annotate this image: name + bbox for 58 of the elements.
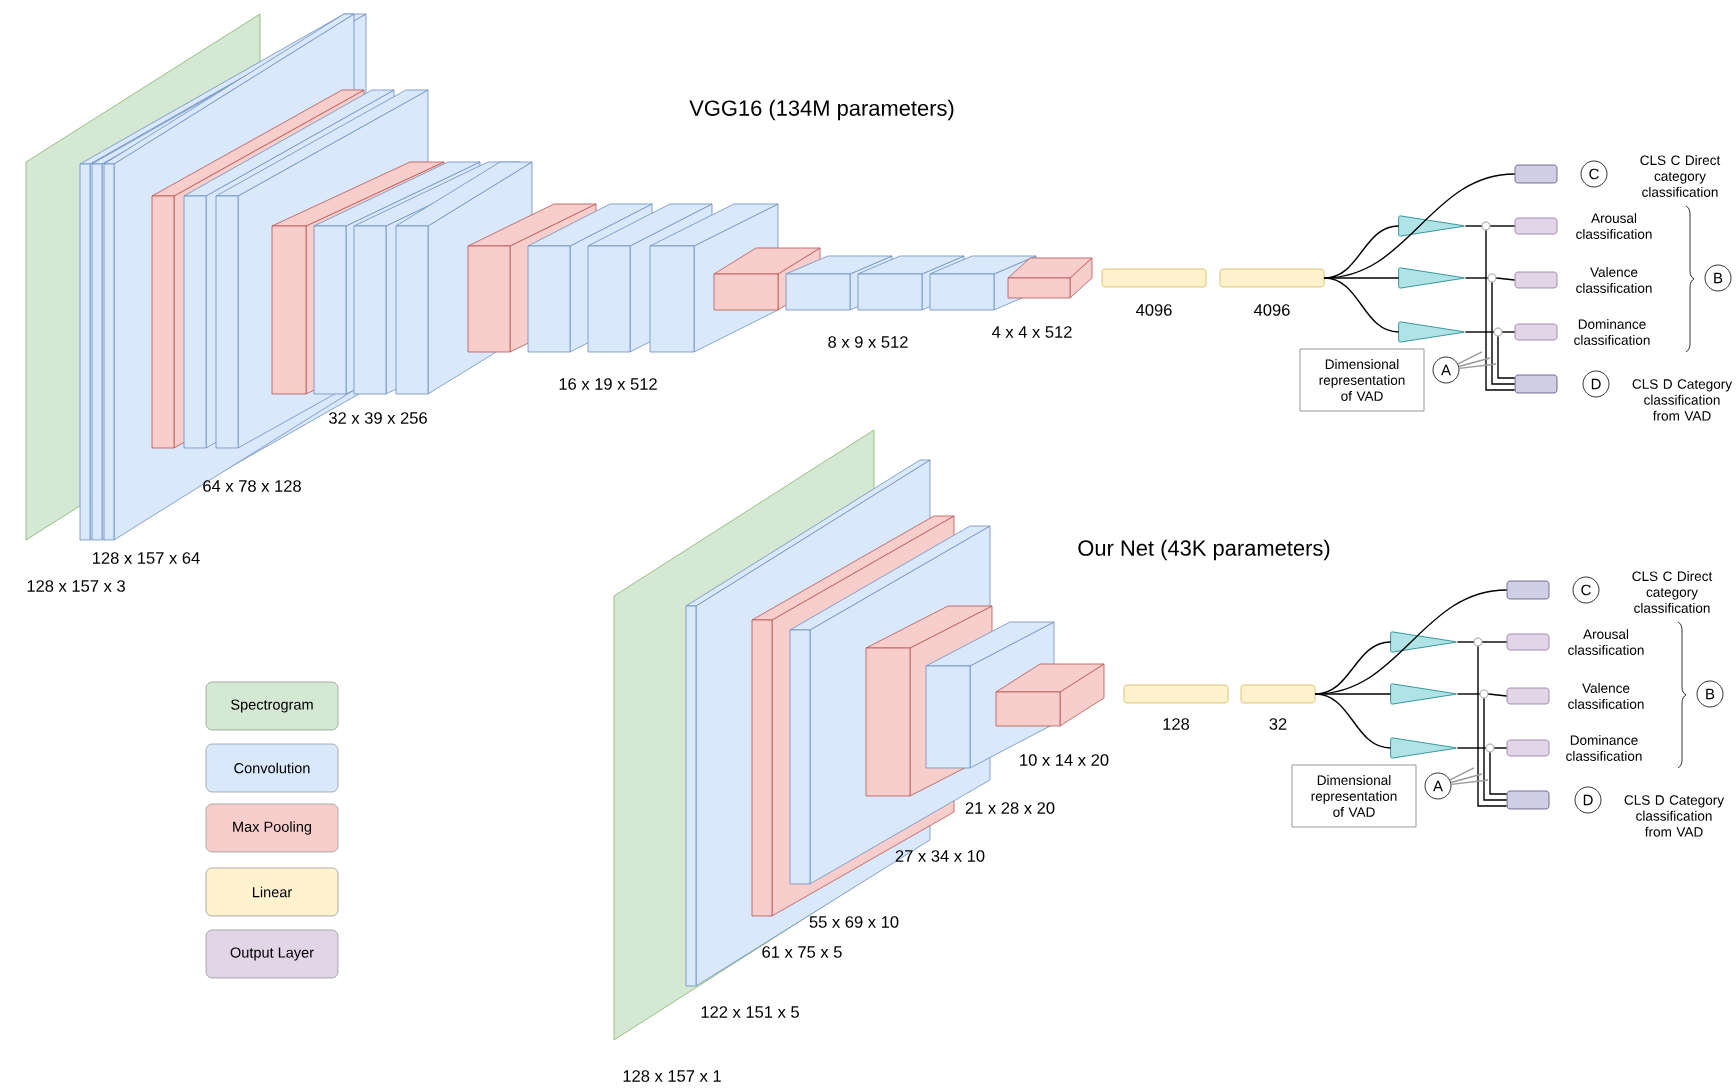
head-triangle: [1390, 737, 1457, 759]
connector-line: [1314, 693, 1392, 749]
output-box: [1506, 790, 1550, 810]
leader-line: [1450, 773, 1483, 784]
dimension-label: 32 x 39 x 256: [329, 412, 427, 424]
connector-line: [1314, 693, 1392, 695]
dimension-label: 128 x 157 x 64: [93, 552, 200, 564]
network-title: VGG16 (134M parameters): [689, 99, 954, 121]
connector-line: [1487, 693, 1508, 697]
connector-line: [1456, 747, 1487, 749]
head-triangle: [1398, 267, 1465, 289]
dimension-label: 8 x 9 x 512: [828, 336, 908, 348]
dimension-label: 122 x 151 x 5: [701, 1006, 799, 1018]
connector-line: [1323, 277, 1400, 279]
head-triangle: [1390, 631, 1457, 653]
head-triangle: [1398, 215, 1465, 237]
connector-line: [1483, 697, 1508, 801]
connector-line: [1493, 747, 1508, 749]
connector-line: [1464, 225, 1483, 227]
connector-line: [1477, 645, 1508, 807]
network-title: Our Net (43K parameters): [1078, 539, 1330, 561]
head-triangle: [1398, 321, 1465, 343]
dimension-label: 4 x 4 x 512: [991, 326, 1072, 338]
connector-line: [1456, 693, 1481, 695]
node-caption: 32: [1269, 718, 1287, 730]
output-box: [1506, 580, 1550, 600]
node-caption: 4096: [1254, 304, 1290, 316]
output-box: [1514, 374, 1558, 394]
connector-line: [1495, 277, 1516, 281]
connector-line: [1323, 277, 1400, 333]
connector-line: [1501, 331, 1516, 333]
dimension-label: 61 x 75 x 5: [762, 946, 842, 958]
leader-line: [1457, 351, 1483, 365]
connector-line: [1491, 281, 1516, 385]
dimension-label: 27 x 34 x 10: [895, 850, 985, 862]
dimension-label: 10 x 14 x 20: [1020, 754, 1109, 766]
dimension-label: 16 x 19 x 512: [559, 378, 657, 390]
dimension-label: 64 x 78 x 128: [203, 480, 301, 492]
connector-line: [1456, 641, 1475, 643]
connector-line: [1497, 335, 1516, 379]
node-caption: 128: [1163, 718, 1190, 730]
connector-line: [1485, 229, 1516, 391]
head-triangle: [1390, 683, 1457, 705]
node-caption: 4096: [1136, 304, 1172, 316]
dimension-label: 21 x 28 x 20: [965, 802, 1055, 814]
connector-line: [1489, 751, 1508, 795]
leader-line: [1458, 357, 1491, 368]
dimension-label: 128 x 157 x 3: [27, 580, 125, 592]
connector-line: [1481, 641, 1508, 643]
dimension-label: 55 x 69 x 10: [809, 916, 899, 928]
dimension-label: 128 x 157 x 1: [623, 1070, 721, 1082]
leader-line: [1449, 767, 1475, 781]
connector-line: [1464, 331, 1495, 333]
leader-line: [1458, 363, 1497, 370]
output-box: [1514, 164, 1558, 184]
connector-line: [1489, 225, 1516, 227]
connector-line: [1464, 277, 1489, 279]
leader-line: [1450, 779, 1489, 786]
